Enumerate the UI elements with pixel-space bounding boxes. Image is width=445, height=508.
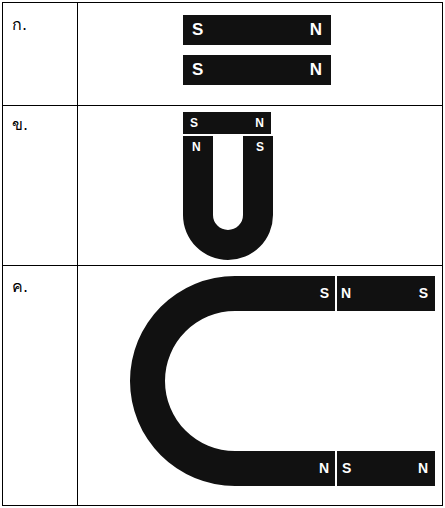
pole-letter: S: [190, 112, 198, 134]
pole-letter: N: [310, 55, 322, 85]
magnet-outline: [183, 15, 331, 45]
pole-letter: S: [192, 55, 203, 85]
row-label: ก.: [12, 12, 27, 37]
bar-magnet: NS: [337, 276, 435, 311]
pole-letter: S: [320, 276, 329, 311]
bar-magnet: SN: [337, 451, 435, 486]
magnet-outline: [183, 136, 273, 260]
pole-letter: S: [419, 276, 428, 311]
pole-letter: N: [255, 112, 264, 134]
bar-magnet: SN: [183, 15, 331, 45]
row-label: ข.: [12, 112, 28, 137]
pole-letter: S: [342, 451, 351, 486]
bar-magnet: SN: [183, 55, 331, 85]
row-label: ค.: [12, 274, 28, 299]
pole-letter: N: [319, 451, 329, 486]
pole-letter: S: [192, 15, 203, 45]
horseshoe-magnet: SN: [130, 276, 335, 486]
magnet-outline: [130, 276, 335, 486]
pole-letter: S: [256, 139, 264, 155]
horseshoe-magnet: NS: [183, 136, 273, 260]
bar-magnet: SN: [183, 112, 271, 134]
pole-letter: N: [310, 15, 322, 45]
pole-letter: N: [418, 451, 428, 486]
magnet-outline: [183, 55, 331, 85]
pole-letter: N: [192, 139, 201, 155]
pole-letter: N: [341, 276, 351, 311]
